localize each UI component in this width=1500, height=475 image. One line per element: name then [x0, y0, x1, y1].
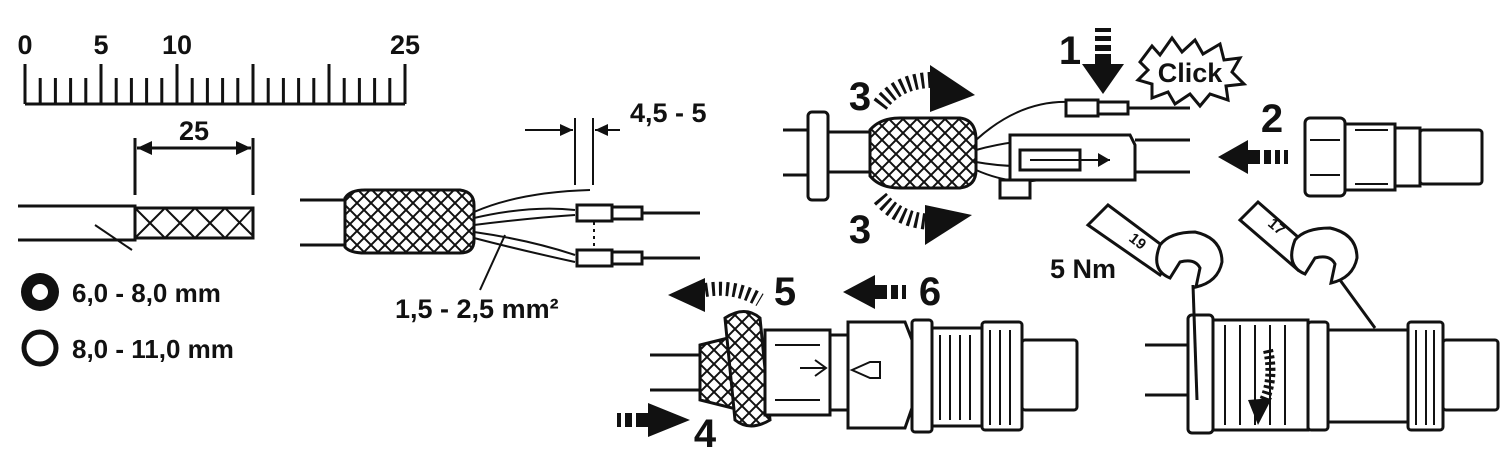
- connector-housing: [1303, 116, 1484, 198]
- step-5-arrow: [668, 278, 764, 312]
- strip-length-label: 25: [179, 116, 209, 146]
- wrench-17-icon: 17: [1237, 199, 1377, 329]
- prepared-cable: 4,5 - 5 1,5 - 2,5 mm²: [300, 98, 707, 324]
- insulation-strip-label: 4,5 - 5: [630, 98, 707, 128]
- click-burst: Click: [1135, 35, 1248, 109]
- step-3-top-label: 3: [849, 75, 871, 119]
- step-4-label: 4: [694, 412, 717, 456]
- step-5-label: 5: [774, 270, 796, 314]
- stripped-cable: 25: [18, 116, 255, 251]
- step-6-label: 6: [919, 270, 941, 314]
- step-1-label: 1: [1059, 29, 1081, 73]
- ruler-label-10: 10: [162, 30, 192, 60]
- wrench-19-icon: 19: [1085, 203, 1224, 401]
- click-label: Click: [1158, 58, 1224, 88]
- diameter-range-thick: 6,0 - 8,0 mm: [21, 273, 221, 311]
- ruler-label-0: 0: [17, 30, 32, 60]
- ruler-label-25: 25: [390, 30, 420, 60]
- step-2-arrow: [1218, 140, 1288, 174]
- insert-assembly: 1 Click 3 3 2: [783, 28, 1484, 252]
- wrench-size-19: 19: [1126, 230, 1150, 254]
- ruler-label-5: 5: [93, 30, 108, 60]
- diameter-range-2: 8,0 - 11,0 mm: [72, 334, 234, 364]
- torque-label: 5 Nm: [1050, 254, 1116, 284]
- step-3-bottom-arrow: [873, 192, 972, 245]
- tightening-assembly: 19 5 Nm 17: [1050, 199, 1500, 435]
- gland-assembly: 5 6 4: [617, 270, 1079, 456]
- step-6-arrow: [843, 275, 906, 309]
- step-4-arrow: [617, 403, 690, 437]
- ruler: 0 5 10 25: [17, 30, 420, 106]
- step-1-arrow: [1082, 28, 1124, 94]
- step-3-bottom-label: 3: [849, 208, 871, 252]
- cross-section-label: 1,5 - 2,5 mm²: [395, 294, 559, 324]
- step-2-label: 2: [1261, 97, 1283, 141]
- diameter-range-1: 6,0 - 8,0 mm: [72, 278, 221, 308]
- ruler-ticks: [23, 64, 407, 104]
- step-3-top-arrow: [873, 65, 975, 112]
- diameter-range-thin: 8,0 - 11,0 mm: [21, 329, 234, 367]
